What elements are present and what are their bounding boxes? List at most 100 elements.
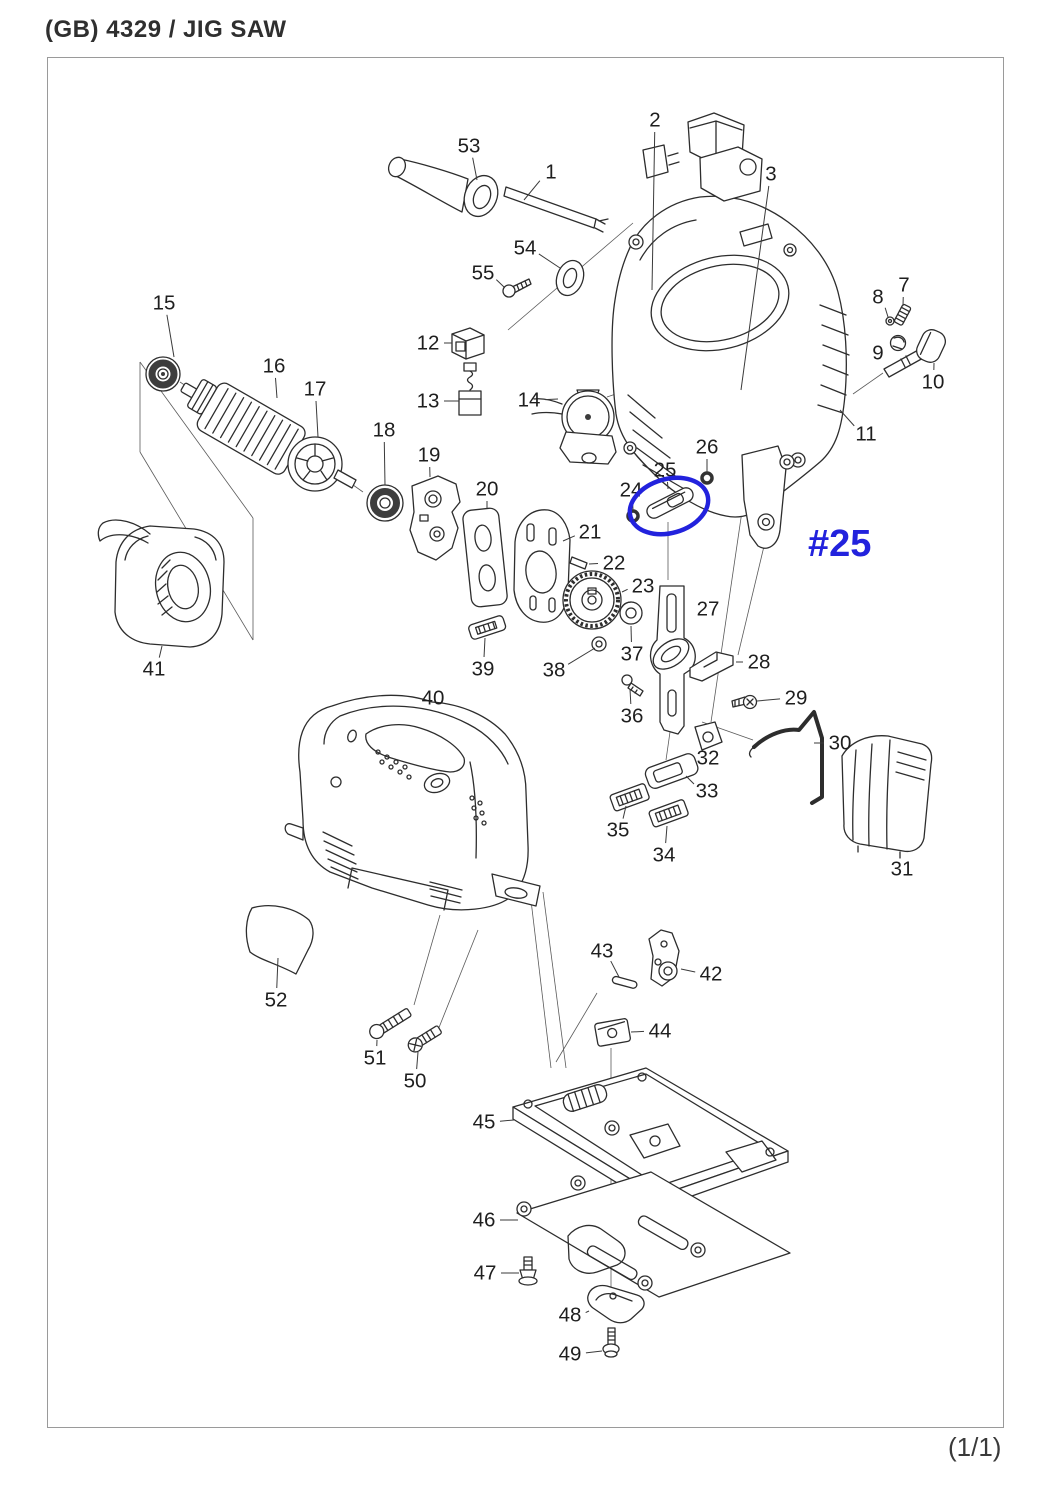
part-36-drawing <box>621 674 644 697</box>
part-27-drawing <box>649 585 696 735</box>
part-leader-55 <box>495 279 505 288</box>
part-leader-35 <box>622 805 627 819</box>
part-label-50: 50 <box>404 1070 427 1093</box>
part-leader-45 <box>499 1119 515 1122</box>
page-title: (GB) 4329 / JIG SAW <box>45 16 287 43</box>
part-leader-22 <box>588 562 599 565</box>
part-label-26: 26 <box>696 436 719 459</box>
part-leader-23 <box>621 588 628 593</box>
part-40-drawing <box>284 694 541 911</box>
part-label-2: 2 <box>649 109 660 132</box>
part-label-16: 16 <box>263 355 286 378</box>
part-leader-50 <box>416 1051 419 1070</box>
part-18-drawing <box>366 484 404 522</box>
part-leader-43 <box>610 960 620 978</box>
part-label-35: 35 <box>607 819 630 842</box>
part-53-drawing <box>387 156 499 218</box>
part-label-27: 27 <box>697 598 720 621</box>
part-10-drawing <box>883 329 946 378</box>
part-leader-39 <box>483 637 486 658</box>
part-13-drawing <box>458 362 482 416</box>
part-leader-36 <box>629 688 632 705</box>
part-label-33: 33 <box>696 780 719 803</box>
part-37-drawing <box>619 601 643 625</box>
part-3-drawing <box>687 112 763 202</box>
part-label-48: 48 <box>559 1304 582 1327</box>
part-label-23: 23 <box>632 575 655 598</box>
part-leader-29 <box>756 698 781 702</box>
part-52-drawing <box>245 905 314 975</box>
part-label-38: 38 <box>543 659 566 682</box>
part-38-drawing <box>591 636 607 652</box>
part-46-drawing <box>516 1171 791 1298</box>
part-label-43: 43 <box>591 940 614 963</box>
part-leader-14 <box>544 398 559 401</box>
part-label-14: 14 <box>518 389 541 412</box>
part-label-53: 53 <box>458 135 481 158</box>
part-label-25: 25 <box>654 459 677 482</box>
part-28-drawing <box>689 651 734 682</box>
part-label-20: 20 <box>476 478 499 501</box>
part-51-drawing <box>369 1008 412 1040</box>
part-33-drawing <box>644 753 699 789</box>
part-16-drawing <box>180 379 306 475</box>
part-label-28: 28 <box>748 651 771 674</box>
part-50-drawing <box>407 1025 442 1053</box>
highlight-annotation: #25 <box>627 475 871 565</box>
part-1-drawing <box>503 186 609 233</box>
part-leader-48 <box>585 1310 590 1313</box>
part-label-9: 9 <box>872 342 883 365</box>
part-label-52: 52 <box>265 989 288 1012</box>
part-label-29: 29 <box>785 687 808 710</box>
part-label-18: 18 <box>373 419 396 442</box>
highlight-label: #25 <box>808 523 871 565</box>
part-leader-15 <box>166 314 175 358</box>
diagram-border <box>47 57 1004 1428</box>
part-leader-41 <box>158 645 163 658</box>
part-2-drawing <box>642 144 680 179</box>
part-label-37: 37 <box>621 643 644 666</box>
part-label-19: 19 <box>418 444 441 467</box>
part-32-drawing <box>694 721 723 751</box>
part-21-drawing <box>513 509 571 623</box>
part-8-drawing <box>885 316 895 326</box>
part-label-40: 40 <box>422 687 445 710</box>
part-leader-42 <box>680 968 696 973</box>
part-label-45: 45 <box>473 1111 496 1134</box>
part-leader-2 <box>651 131 656 291</box>
part-leader-17 <box>315 400 319 438</box>
part-label-3: 3 <box>765 163 776 186</box>
part-label-21: 21 <box>579 521 602 544</box>
part-39-drawing <box>468 615 507 640</box>
part-label-47: 47 <box>474 1262 497 1285</box>
part-leader-52 <box>276 957 279 989</box>
part-leader-33 <box>685 775 695 785</box>
part-leader-49 <box>585 1350 603 1354</box>
part-label-55: 55 <box>472 262 495 285</box>
part-label-11: 11 <box>855 423 876 446</box>
part-48-drawing <box>587 1284 645 1324</box>
part-label-31: 31 <box>891 858 914 881</box>
part-leader-25 <box>666 481 669 490</box>
part-55-drawing <box>502 278 532 298</box>
part-12-drawing <box>451 327 485 360</box>
page-indicator: (1/1) <box>948 1432 1002 1462</box>
part-17-drawing <box>287 436 357 492</box>
part-42-drawing <box>648 929 680 987</box>
part-11-drawing <box>611 195 850 549</box>
part-30-drawing <box>748 710 824 805</box>
part-leader-11 <box>839 409 855 427</box>
part-label-8: 8 <box>872 286 883 309</box>
part-leader-8 <box>884 307 889 318</box>
part-label-13: 13 <box>417 390 440 413</box>
part-31-drawing <box>841 735 933 859</box>
part-label-7: 7 <box>898 274 909 297</box>
part-label-34: 34 <box>653 844 676 867</box>
part-leader-18 <box>383 441 386 486</box>
part-leader-34 <box>665 825 668 844</box>
part-7-drawing <box>893 303 912 326</box>
part-20-drawing <box>462 507 508 608</box>
